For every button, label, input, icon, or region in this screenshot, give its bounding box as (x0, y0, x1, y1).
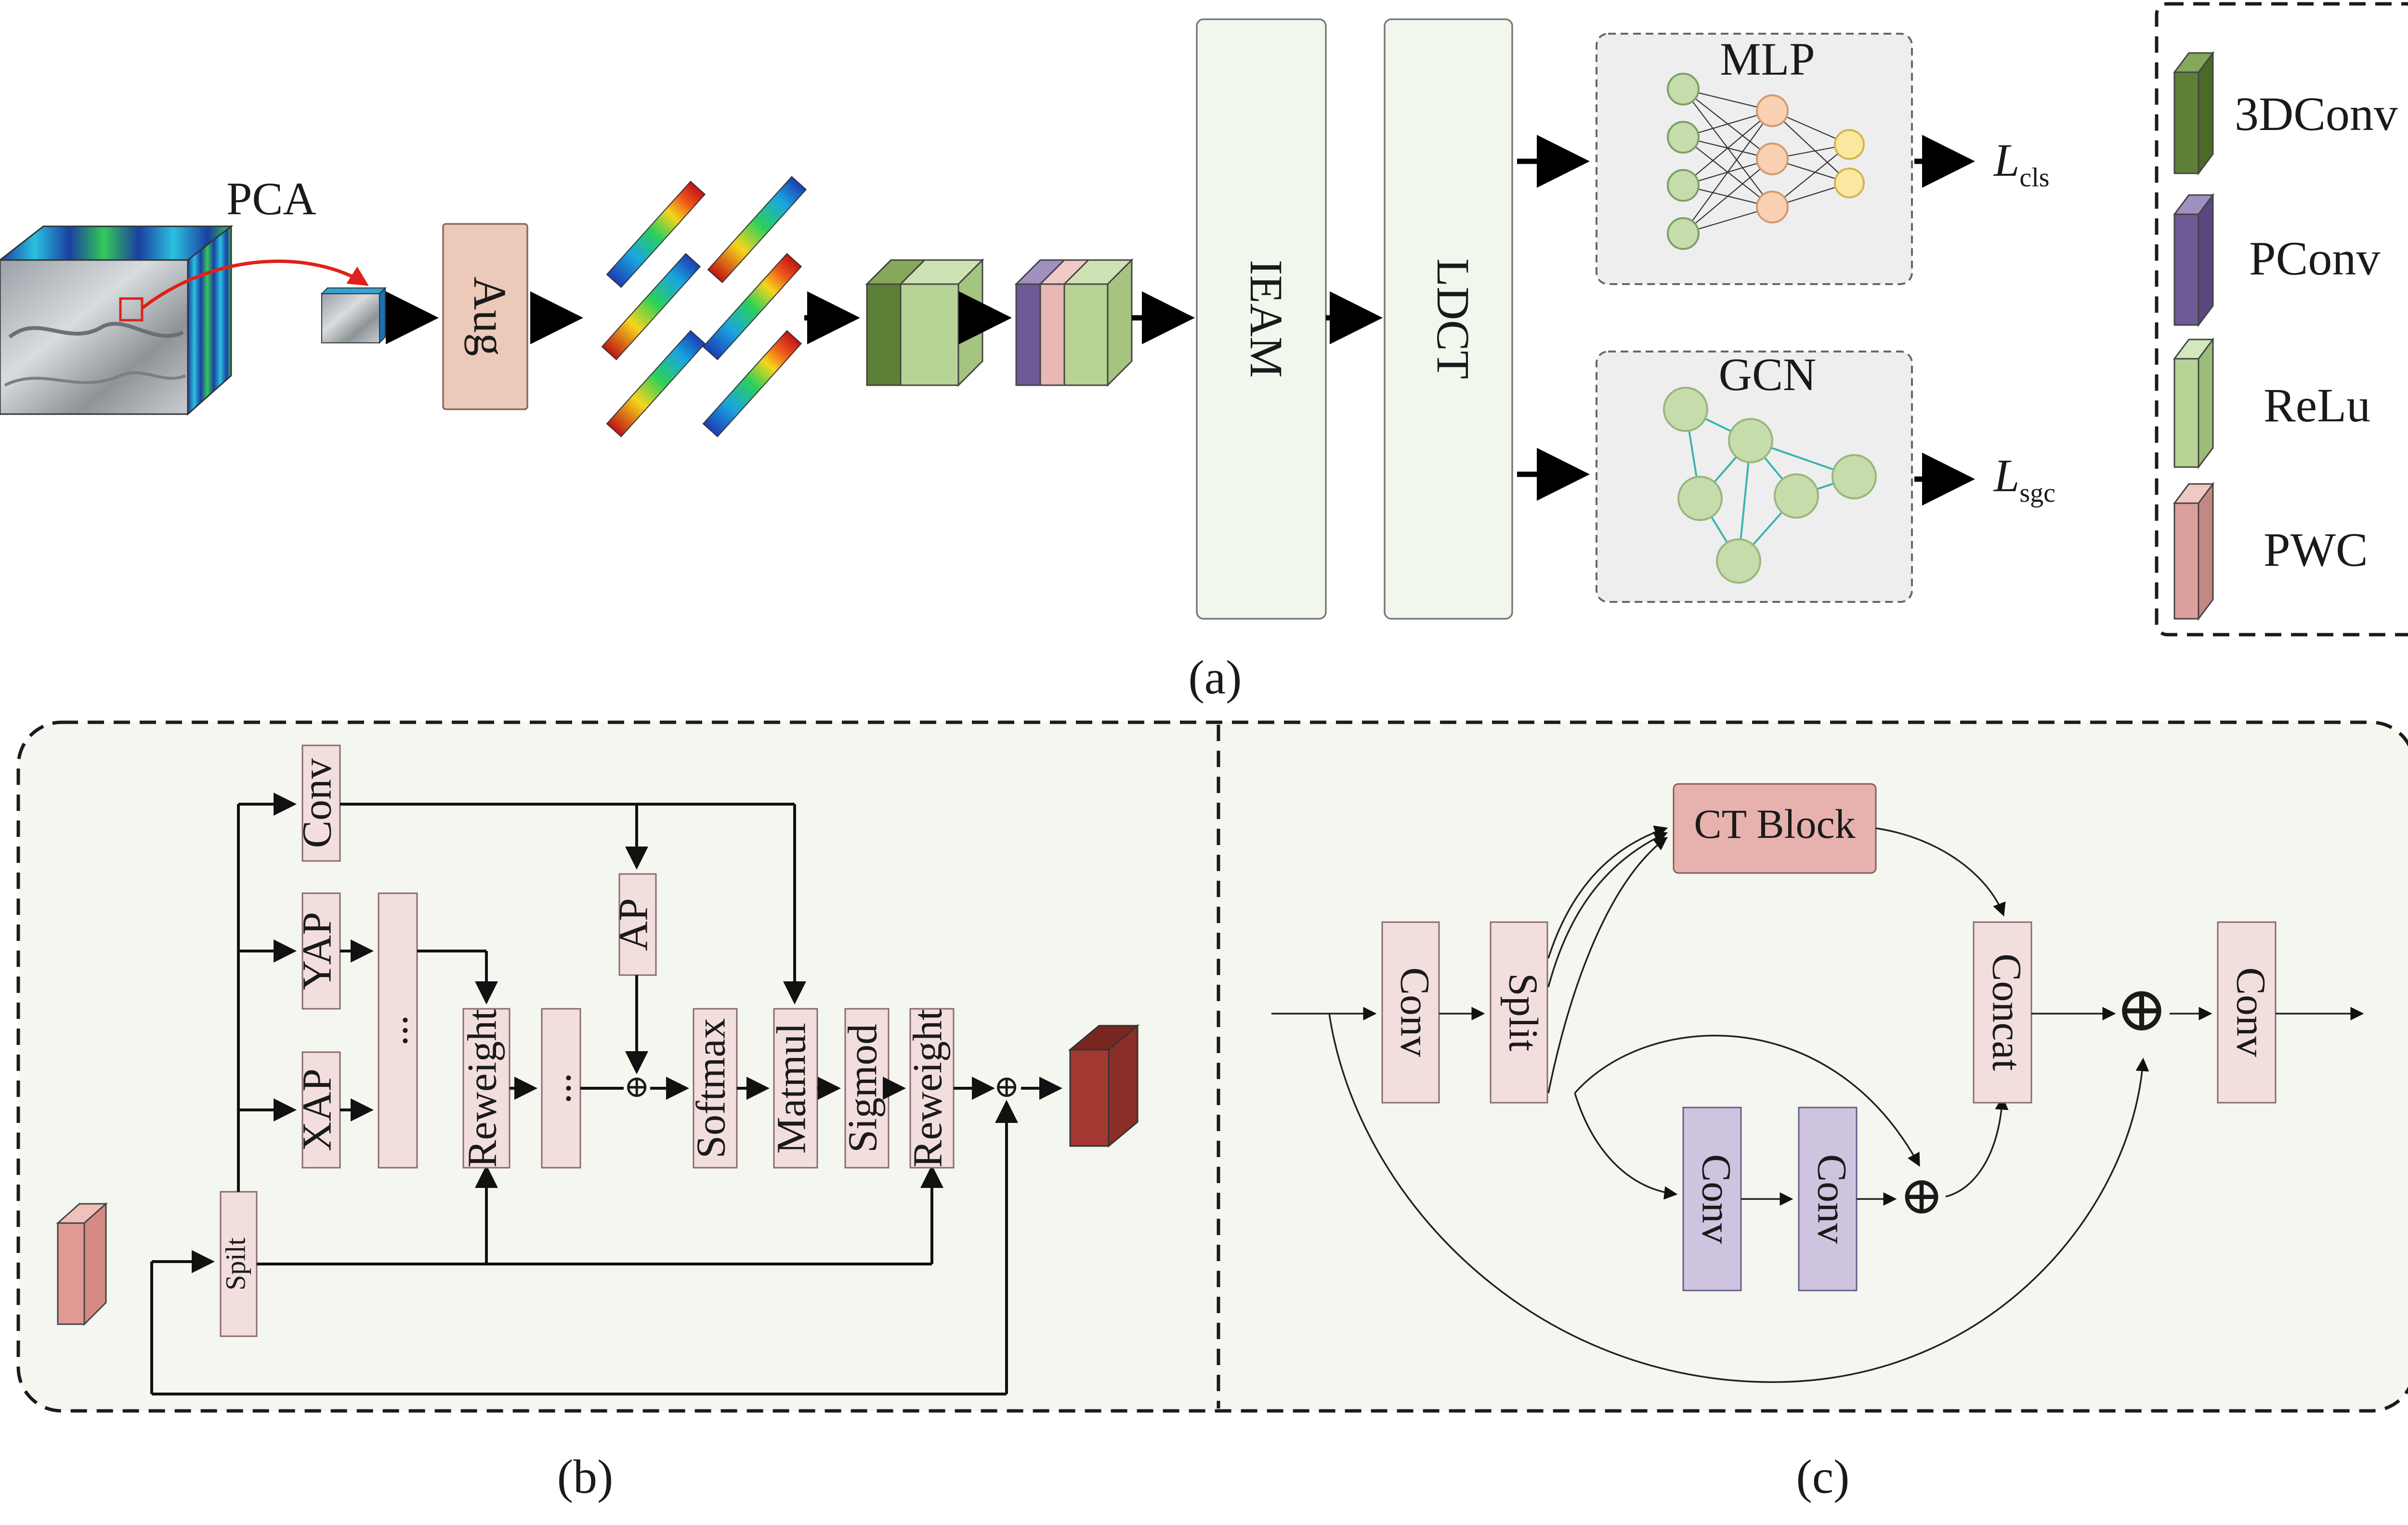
conv-label-c3: Conv (1809, 1154, 1855, 1244)
legend-label-3dconv: 3DConv (2235, 87, 2398, 141)
matmul-box (773, 1008, 818, 1169)
legend-label-relu: ReLu (2264, 378, 2370, 432)
yap-box (301, 892, 341, 1010)
aug-label: Aug (464, 276, 516, 356)
legend-item-relu: ReLu (2173, 337, 2370, 469)
sigmod-label: Sigmod (839, 1024, 886, 1153)
conv-label-c4: Conv (2228, 967, 2274, 1057)
gcn-graph (1663, 387, 1877, 584)
matmul-label: Matmul (768, 1023, 814, 1154)
aug-box (442, 223, 528, 410)
augmented-patches (601, 176, 807, 438)
legend-label-pwc: PWC (2264, 523, 2368, 576)
mlp-label: MLP (1720, 33, 1815, 85)
conv-label-b: Conv (294, 758, 340, 848)
panel-bc-frame (16, 720, 2408, 1413)
ap-label: AP (610, 898, 656, 951)
add-icon-b2: ⊕ (994, 1069, 1020, 1104)
feature-stack-box (541, 1008, 581, 1169)
conv-box-c1 (1381, 921, 1440, 1104)
panel-c: Conv Split CT Block Conv Conv ⊕ Concat ⊕… (1271, 783, 2364, 1503)
loss-sgc: Lsgc (1993, 450, 2055, 508)
split-box-c (1490, 921, 1548, 1104)
caption-a: (a) (1189, 651, 1242, 704)
panel-b: Spilt Conv YAP XAP ... Reweight ... ⊕ (56, 744, 1140, 1503)
xap-label: XAP (294, 1069, 340, 1151)
yap-label: YAP (294, 912, 340, 991)
pca-patch (320, 287, 387, 344)
caption-c: (c) (1796, 1450, 1850, 1503)
panel-b-input-cube (56, 1202, 108, 1326)
pca-arrow (141, 260, 369, 310)
panel-b-output-cube (1068, 1024, 1140, 1148)
loss-cls: Lcls (1993, 134, 2050, 193)
legend-frame (2155, 2, 2408, 637)
hyperspectral-cube (0, 224, 234, 416)
conv-label-c2: Conv (1693, 1154, 1740, 1244)
gcn-label: GCN (1719, 349, 1817, 400)
legend-item-3dconv: 3DConv (2173, 51, 2398, 176)
ldct-box (1384, 18, 1513, 620)
ellipsis-2: ... (534, 1073, 580, 1104)
sigmod-box (844, 1008, 890, 1169)
add-icon-c-big: ⊕ (2116, 975, 2168, 1044)
split-box-b (220, 1191, 258, 1337)
ieam-label: IEAM (1241, 260, 1292, 378)
ct-block-label: CT Block (1694, 801, 1855, 847)
ldct-label: LDCT (1427, 259, 1479, 379)
concat-label: Concat (1984, 953, 2030, 1071)
conv-label-c1: Conv (1392, 967, 1438, 1057)
pca-label: PCA (226, 173, 316, 224)
split-label-c: Split (1500, 973, 1546, 1052)
softmax-label: Softmax (688, 1018, 734, 1158)
conv-box-c4 (2217, 921, 2277, 1104)
reweight-label-1: Reweight (459, 1009, 505, 1168)
add-icon-b: ⊕ (624, 1069, 650, 1104)
reweight-label-2: Reweight (904, 1009, 951, 1168)
legend-item-pwc: PWC (2173, 482, 2368, 621)
mlp-network (1667, 73, 1865, 250)
caption-b: (b) (557, 1450, 614, 1503)
split-label-b: Spilt (220, 1238, 251, 1290)
concat-stack-box (378, 892, 418, 1169)
legend-item-pconv: PConv (2173, 193, 2380, 327)
conv3d-relu-block (865, 258, 984, 387)
concat-box (1973, 921, 2032, 1104)
pconv-pwc-relu-block (1014, 258, 1134, 387)
panel-a: PCA Aug (0, 18, 2055, 704)
xap-box (301, 1051, 341, 1169)
legend-label-pconv: PConv (2249, 232, 2380, 285)
add-icon-c-small: ⊕ (1899, 1166, 1944, 1225)
legend: 3DConv PConv ReLu PWC (2155, 2, 2408, 637)
reweight-box-2 (909, 1008, 955, 1169)
softmax-box (693, 1008, 738, 1169)
reweight-box-1 (462, 1008, 510, 1169)
ellipsis-1: ... (370, 1015, 417, 1046)
